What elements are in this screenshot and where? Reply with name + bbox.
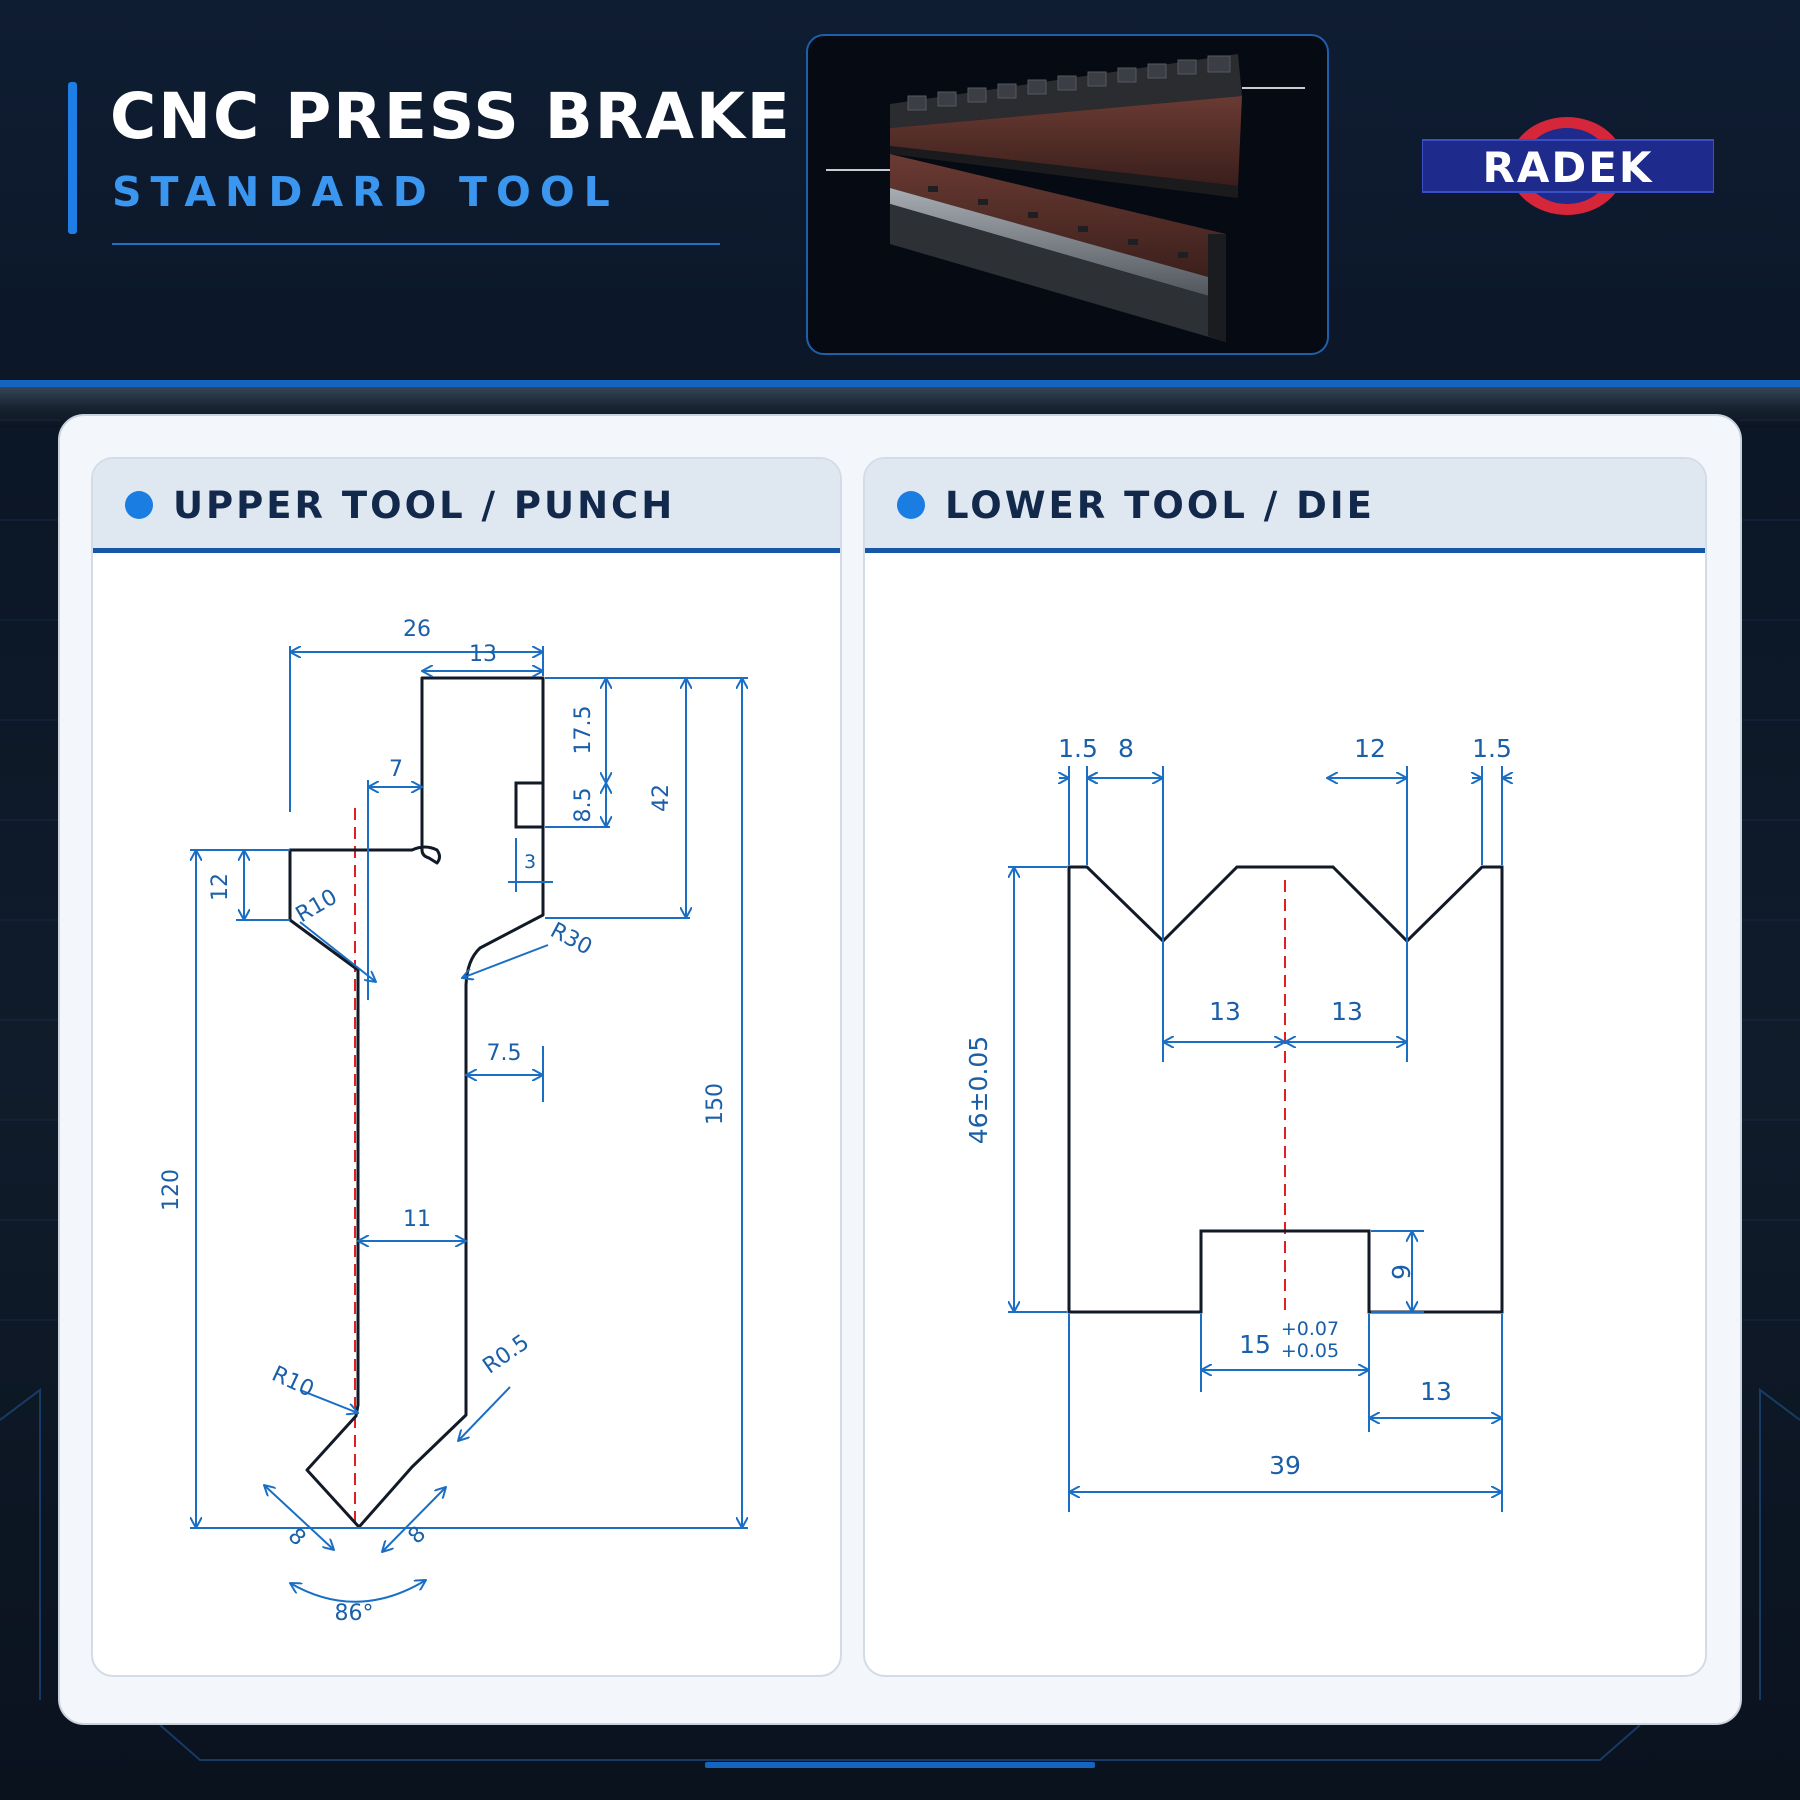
dim-120: 120 <box>159 1169 184 1211</box>
dim-1-5-left: 1.5 <box>1058 734 1098 763</box>
dim-42: 42 <box>649 784 674 812</box>
dim-tolerance-upper: +0.07 <box>1281 1318 1339 1340</box>
punch-notch <box>514 781 543 829</box>
dim-13-right: 13 <box>1331 997 1363 1026</box>
dim-13-left: 13 <box>1209 997 1241 1026</box>
die-drawing: 1.5 8 12 1.5 13 13 46±0.05 6 15 +0.07 +0… <box>964 734 1512 1512</box>
page-subtitle: STANDARD TOOL <box>112 168 619 216</box>
dim-r10-top: R10 <box>292 885 342 928</box>
dim-7: 7 <box>389 757 403 782</box>
dim-tolerance-lower: +0.05 <box>1281 1340 1339 1362</box>
punch-outline <box>288 676 545 1529</box>
dim-7-5: 7.5 <box>487 1041 522 1066</box>
punch-drawing: 26 13 7 17.5 8.5 42 3 12 R10 R30 7.5 150… <box>159 617 748 1626</box>
header: CNC PRESS BRAKE STANDARD TOOL <box>0 0 1800 385</box>
header-separator <box>0 380 1800 387</box>
dim-15: 15 <box>1239 1330 1271 1359</box>
dim-3: 3 <box>524 851 536 873</box>
dim-8-5: 8.5 <box>571 788 596 823</box>
dim-17-5: 17.5 <box>571 706 596 755</box>
dim-39: 39 <box>1269 1451 1301 1480</box>
dim-26: 26 <box>403 617 431 642</box>
dim-150: 150 <box>703 1083 728 1125</box>
dim-12: 12 <box>208 873 233 901</box>
lower-panel-title: LOWER TOOL / DIE <box>945 484 1375 527</box>
brand-logo: RADEK <box>1421 114 1715 218</box>
dim-13: 13 <box>469 642 497 667</box>
page-title: CNC PRESS BRAKE <box>110 80 792 153</box>
title-accent-bar <box>68 82 77 234</box>
lower-tool-panel: LOWER TOOL / DIE <box>863 457 1707 1677</box>
die-outline <box>1067 865 1504 1314</box>
title-divider <box>112 243 720 245</box>
dim-13-bottom: 13 <box>1420 1377 1452 1406</box>
dim-46: 46±0.05 <box>964 1036 993 1144</box>
upper-panel-title: UPPER TOOL / PUNCH <box>173 484 676 527</box>
upper-panel-header: UPPER TOOL / PUNCH <box>93 459 840 553</box>
lower-panel-header: LOWER TOOL / DIE <box>865 459 1705 553</box>
dim-r30: R30 <box>546 918 596 960</box>
tool-photo <box>806 34 1329 355</box>
dim-6: 6 <box>1386 1264 1415 1280</box>
dim-r10-bottom: R10 <box>268 1362 318 1403</box>
footer-accent-line <box>705 1762 1095 1768</box>
brand-logo-text: RADEK <box>1483 143 1654 192</box>
dim-angle: 86° <box>335 1601 374 1626</box>
dim-8: 8 <box>1118 734 1134 763</box>
bullet-dot <box>897 491 925 519</box>
dim-12: 12 <box>1354 734 1386 763</box>
dim-1-5-right: 1.5 <box>1472 734 1512 763</box>
bullet-dot <box>125 491 153 519</box>
dim-11: 11 <box>403 1207 431 1232</box>
dim-r0-5: R0.5 <box>479 1330 535 1379</box>
